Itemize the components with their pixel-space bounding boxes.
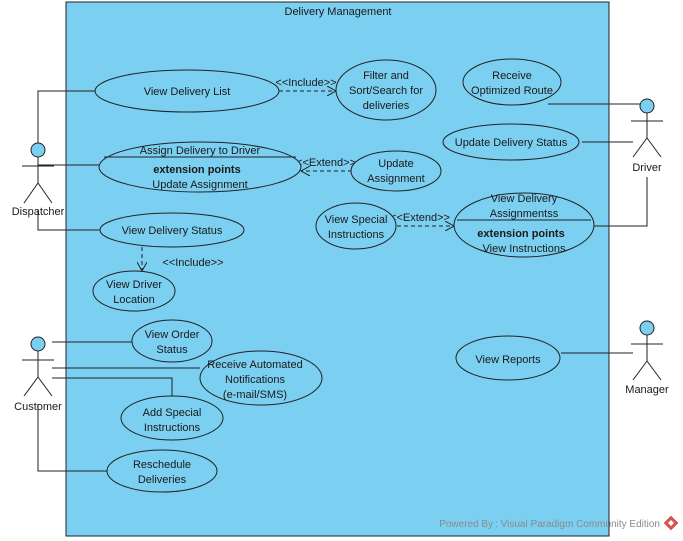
include-label-1: <<Include>> [275,77,336,89]
use-case-update-delivery-status[interactable]: Update Delivery Status [442,123,580,161]
svg-text:Update: Update [378,158,413,170]
use-case-view-delivery-list[interactable]: View Delivery List [94,69,280,113]
svg-text:Update Assignment: Update Assignment [152,179,247,191]
use-case-receive-route[interactable]: Receive Optimized Route [462,58,562,106]
extend-label-2: <<Extend>> [390,212,450,224]
svg-text:Assignment: Assignment [367,173,424,185]
use-case-add-special-instructions[interactable]: Add Special Instructions [120,395,224,441]
svg-text:View Driver: View Driver [106,279,162,291]
svg-text:Assign Delivery to Driver: Assign Delivery to Driver [140,145,261,157]
stick-figure-icon [22,142,54,204]
svg-text:(e-mail/SMS): (e-mail/SMS) [223,389,287,401]
svg-text:View Reports: View Reports [475,354,541,366]
svg-text:View Order: View Order [145,329,200,341]
actor-label: Manager [625,384,669,396]
svg-text:Reschedule: Reschedule [133,459,191,471]
use-case-view-order-status[interactable]: View Order Status [131,319,213,363]
assoc-dispatcher-view-delivery-status [37,210,101,231]
svg-text:Deliveries: Deliveries [138,474,187,486]
svg-text:View Instructions: View Instructions [483,243,566,255]
svg-text:Status: Status [156,344,188,356]
use-case-view-special-instructions[interactable]: View Special Instructions [315,202,397,250]
svg-text:Sort/Search for: Sort/Search for [349,85,423,97]
use-case-view-driver-location[interactable]: View Driver Location [92,270,176,312]
actor-manager[interactable]: Manager [625,320,669,396]
actor-driver[interactable]: Driver [631,98,663,174]
include-label-2: <<Include>> [162,257,223,269]
use-case-assign-delivery[interactable]: Assign Delivery to Driver extension poin… [98,141,302,193]
watermark-text: Powered By : Visual Paradigm Community E… [439,519,660,530]
use-case-view-delivery-status[interactable]: View Delivery Status [99,212,245,248]
stick-figure-icon [631,320,663,381]
actor-dispatcher[interactable]: Dispatcher [12,142,65,218]
svg-text:View Delivery Status: View Delivery Status [122,225,223,237]
svg-text:Location: Location [113,294,155,306]
assoc-dispatcher-view-delivery-list [37,90,96,143]
use-case-receive-notifications[interactable]: Receive Automated Notifications (e-mail/… [199,350,323,406]
use-case-update-assignment[interactable]: Update Assignment [350,150,442,192]
use-case-reschedule-deliveries[interactable]: Reschedule Deliveries [106,449,218,493]
use-case-view-reports[interactable]: View Reports [455,335,561,381]
actor-label: Driver [632,162,662,174]
actor-label: Dispatcher [12,206,65,218]
svg-text:Notifications: Notifications [225,374,285,386]
svg-text:Receive Automated: Receive Automated [207,359,302,371]
svg-text:Filter and: Filter and [363,70,409,82]
svg-text:Add Special: Add Special [143,407,202,419]
svg-text:View Delivery List: View Delivery List [144,86,231,98]
use-case-filter-sort[interactable]: Filter and Sort/Search for deliveries [335,59,437,121]
assoc-customer-reschedule [37,404,108,472]
svg-text:View Delivery: View Delivery [491,193,558,205]
dependencies: <<Include>> <<Extend>> <<Include>> <<Ext… [142,77,454,271]
svg-text:Update Delivery Status: Update Delivery Status [455,137,568,149]
use-case-view-delivery-assignments[interactable]: View Delivery Assignmentss extension poi… [453,192,595,258]
extend-label-1: <<Extend>> [296,157,356,169]
associations [37,90,648,472]
svg-text:View Special: View Special [325,214,388,226]
actor-label: Customer [14,401,62,413]
svg-text:Receive: Receive [492,70,532,82]
system-title: Delivery Management [285,6,392,18]
svg-text:deliveries: deliveries [363,100,410,112]
assoc-customer-add-instructions [52,377,173,399]
svg-text:extension points: extension points [153,164,240,176]
svg-text:Assignmentss: Assignmentss [490,208,559,220]
svg-text:Instructions: Instructions [328,229,385,241]
svg-text:extension points: extension points [477,228,564,240]
svg-text:Instructions: Instructions [144,422,201,434]
watermark: Powered By : Visual Paradigm Community E… [439,515,679,531]
visual-paradigm-logo-icon [663,515,679,531]
stick-figure-icon [22,336,54,397]
stick-figure-icon [631,98,663,158]
assoc-driver-view-assignments [593,177,648,227]
actor-customer[interactable]: Customer [14,336,62,413]
svg-text:Optimized Route: Optimized Route [471,85,553,97]
